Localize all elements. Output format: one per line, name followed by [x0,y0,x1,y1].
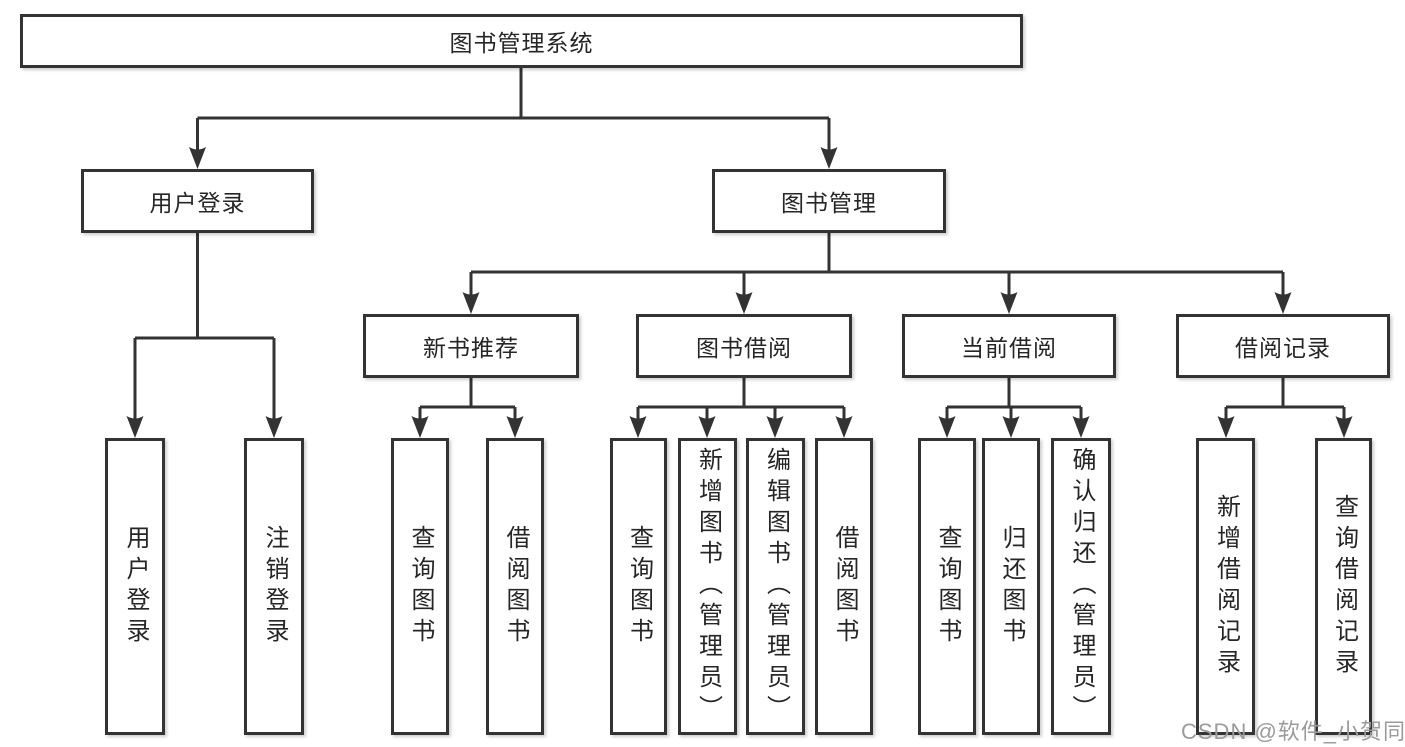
leaf-borrow-books-recommend-label: 借阅图书 [502,524,529,649]
node-current-borrow: 当前借阅 [902,314,1116,378]
node-root-label: 图书管理系统 [449,30,594,56]
leaf-edit-book-admin: 编辑图书（管理员） [746,438,805,735]
leaf-add-book-admin-label: 新增图书（管理员） [694,447,722,726]
node-book-management: 图书管理 [712,169,946,233]
leaf-add-borrow-record: 新增借阅记录 [1196,438,1255,735]
leaf-user-login-label: 用户登录 [122,524,149,649]
node-borrow-records-label: 借阅记录 [1235,335,1331,361]
node-root: 图书管理系统 [20,14,1023,68]
leaf-confirm-return-admin: 确认归还（管理员） [1051,438,1111,735]
leaf-edit-book-admin-label: 编辑图书（管理员） [762,447,790,726]
leaf-query-borrow-record: 查询借阅记录 [1315,438,1372,735]
leaf-return-book-label: 归还图书 [998,524,1025,649]
leaf-query-books-recommend: 查询图书 [391,438,449,735]
leaf-query-books-recommend-label: 查询图书 [407,524,434,649]
leaf-user-login: 用户登录 [105,438,165,735]
leaf-confirm-return-admin-label: 确认归还（管理员） [1068,447,1095,726]
leaf-query-borrow-record-label: 查询借阅记录 [1330,493,1358,680]
leaf-add-borrow-record-label: 新增借阅记录 [1212,493,1240,680]
leaf-query-books-current-label: 查询图书 [934,524,961,649]
node-current-borrow-label: 当前借阅 [961,335,1057,361]
node-borrow-records: 借阅记录 [1176,314,1390,378]
leaf-borrow-books-recommend: 借阅图书 [486,438,544,735]
node-book-borrow-label: 图书借阅 [696,335,792,361]
node-user-login: 用户登录 [81,169,314,233]
node-new-book-recommend: 新书推荐 [363,314,579,378]
leaf-query-books-borrow: 查询图书 [610,438,667,735]
leaf-logout: 注销登录 [244,438,304,735]
leaf-borrow-books: 借阅图书 [815,438,873,735]
node-new-book-recommend-label: 新书推荐 [423,335,519,361]
node-user-login-label: 用户登录 [149,190,246,216]
node-book-borrow: 图书借阅 [636,314,852,378]
leaf-borrow-books-label: 借阅图书 [831,524,858,649]
leaf-query-books-borrow-label: 查询图书 [625,524,653,649]
watermark-text: CSDN @软件_小贺同学 [1181,719,1405,744]
leaf-add-book-admin: 新增图书（管理员） [678,438,737,735]
node-book-management-label: 图书管理 [781,190,877,216]
leaf-query-books-current: 查询图书 [918,438,976,735]
leaf-return-book: 归还图书 [982,438,1040,735]
leaf-logout-label: 注销登录 [261,524,288,649]
